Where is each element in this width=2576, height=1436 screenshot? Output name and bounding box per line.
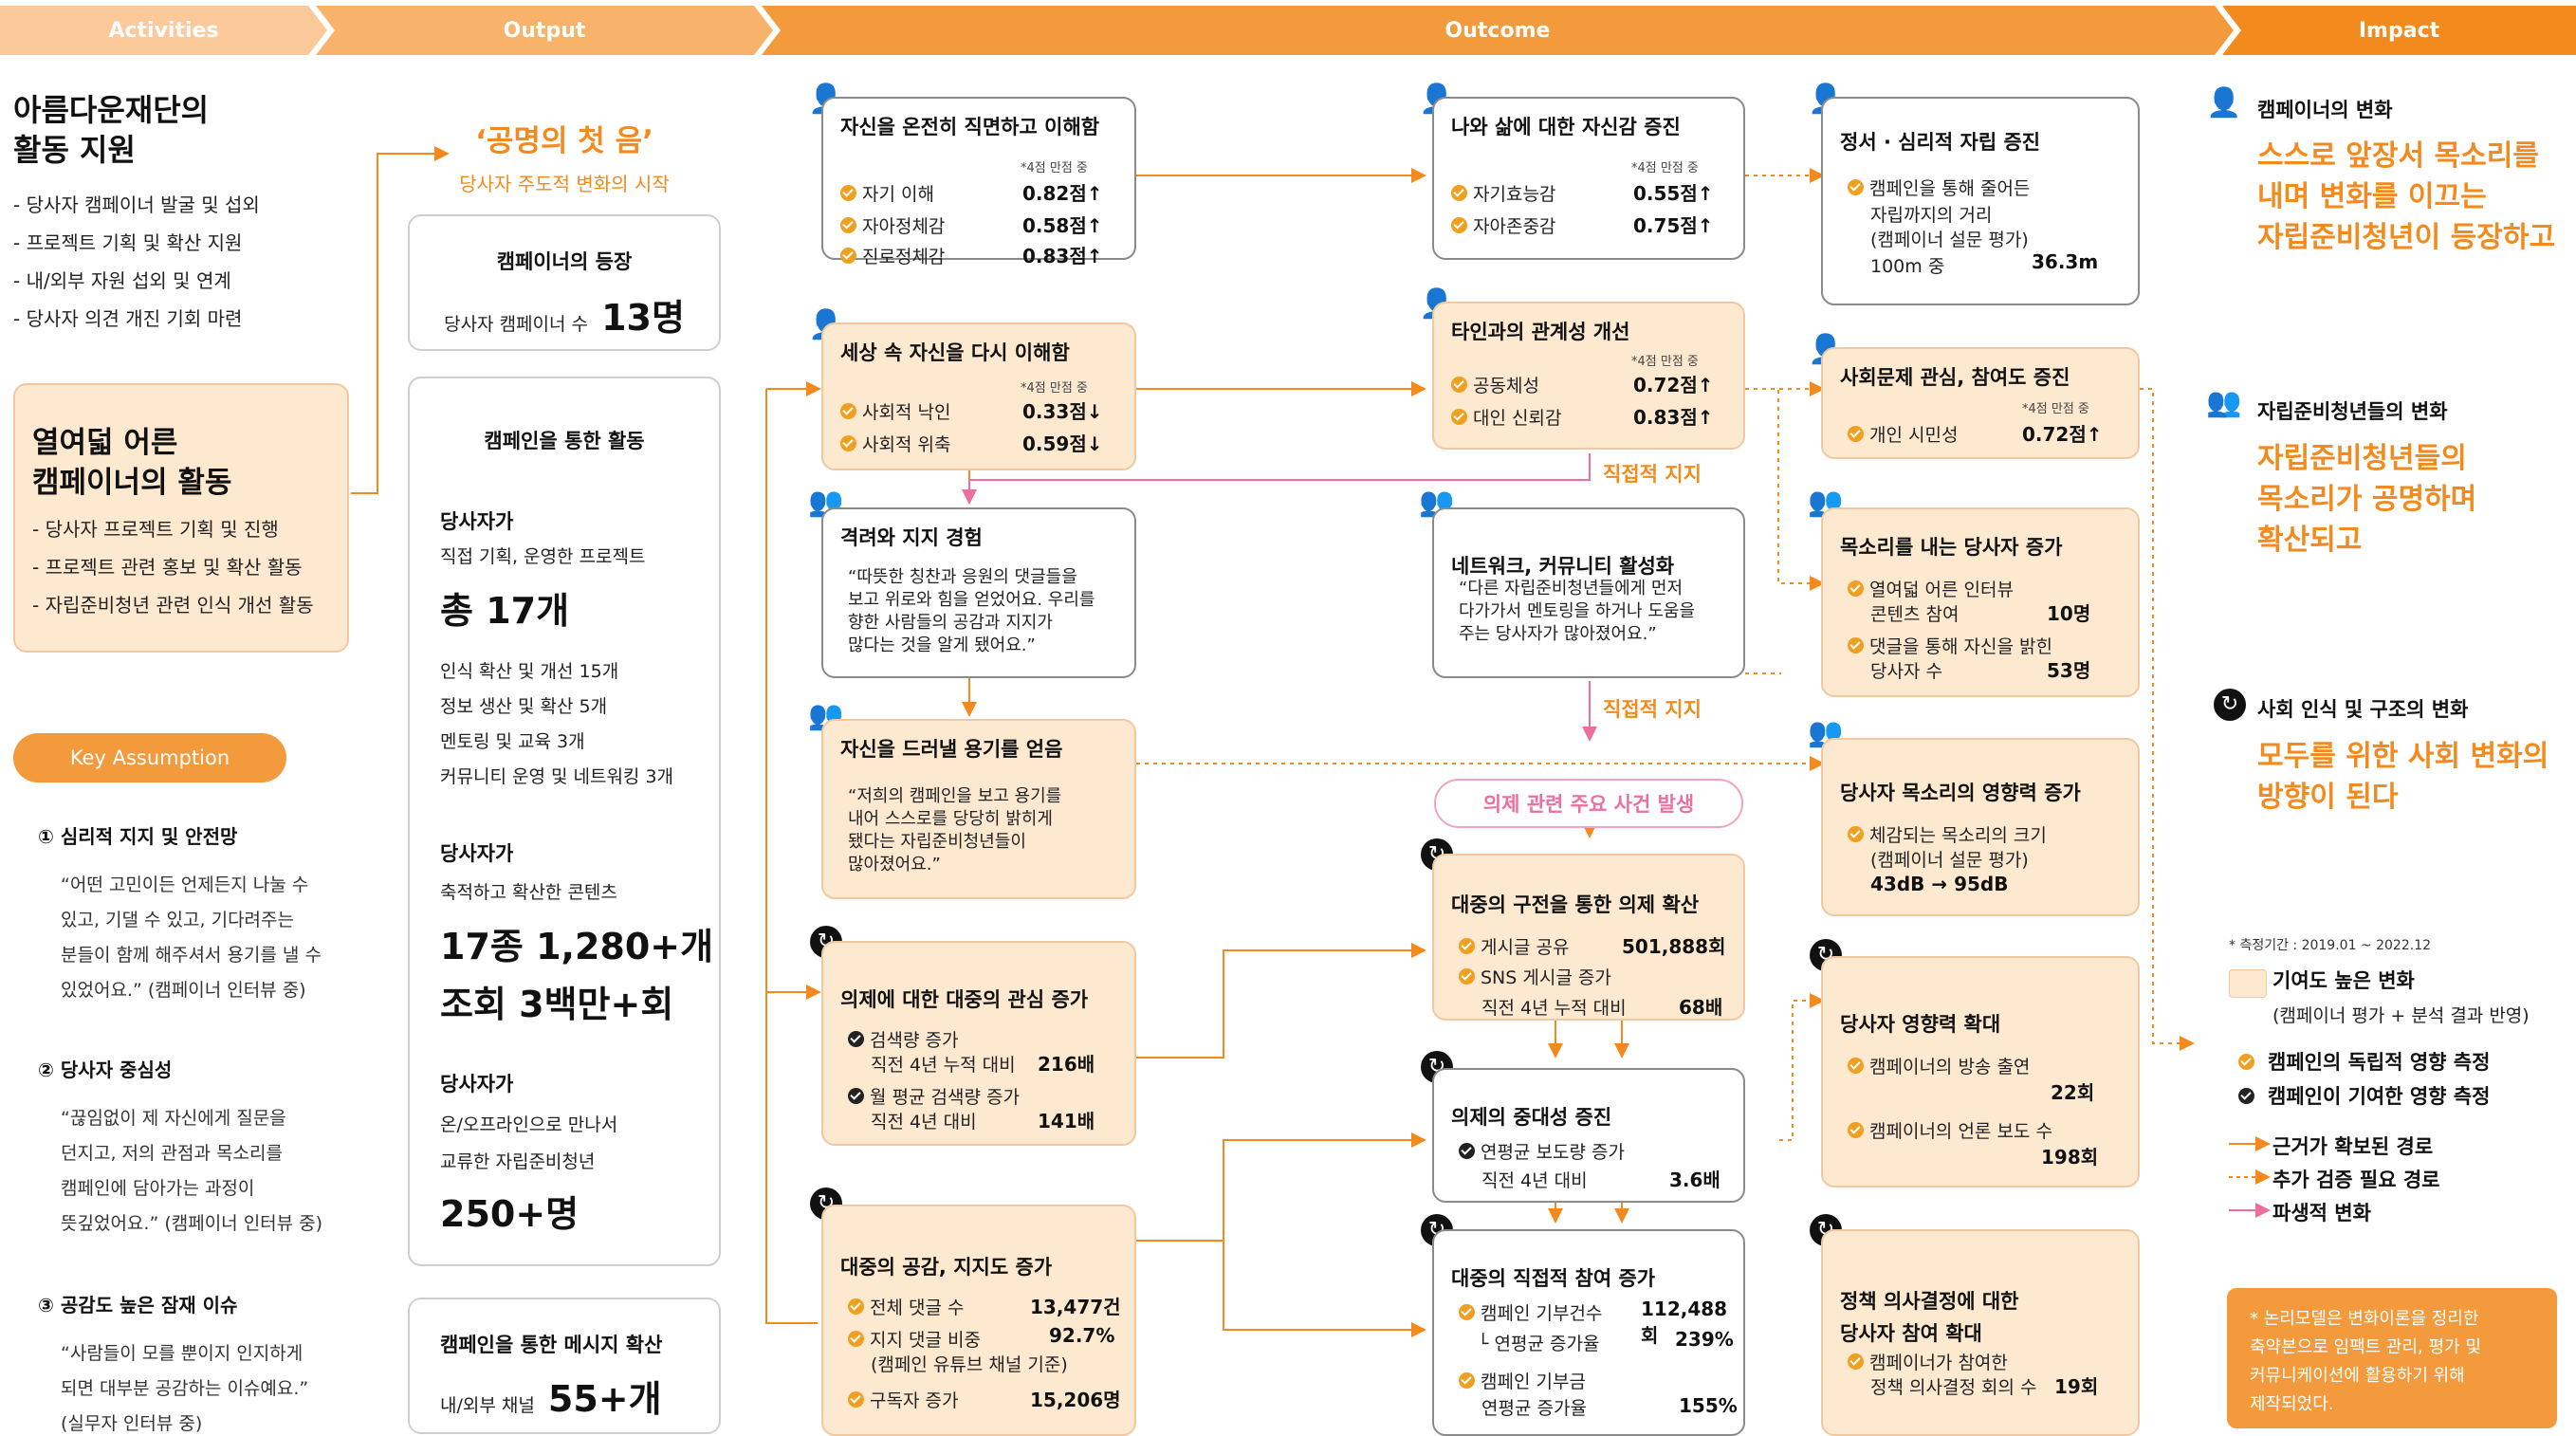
emotional-independence-box: 정서 · 심리적 자립 증진 캠페인을 통해 줄어든 자립까지의 거리 (캠페이… <box>1821 97 2140 305</box>
legend-pink: 파생적 변화 <box>2272 1202 2371 1224</box>
check-icon <box>1459 1304 1475 1320</box>
impact-title-3: 사회 인식 및 구조의 변화 <box>2257 698 2469 721</box>
cycle-icon: ↻ <box>2214 689 2246 721</box>
output-title: ‘공명의 첫 음’ 당사자 주도적 변화의 시작 <box>459 124 670 195</box>
impact-text-3: 모두를 위한 사회 변화의 방향이 된다 <box>2257 740 2549 814</box>
legend-solid: 근거가 확보된 경로 <box>2272 1135 2434 1158</box>
agenda-spread-box: 대중의 구전을 통한 의제 확산 게시글 공유 501,888회 SNS 게시글… <box>1432 854 1745 1021</box>
impact-title-2: 자립준비청년들의 변화 <box>2257 400 2448 423</box>
check-icon <box>1848 637 1864 654</box>
list-item: - 자립준비청년 관련 인식 개선 활동 <box>32 594 314 617</box>
assumption-1: ① 심리적 지지 및 안전망 “어떤 고민이든 언제든지 나눌 수 있고, 기댈… <box>38 825 322 1001</box>
event-badge: 의제 관련 주요 사건 발생 <box>1434 779 1743 828</box>
check-icon <box>848 1031 864 1047</box>
check-icon <box>1848 1353 1864 1370</box>
check-icon <box>1848 1058 1864 1074</box>
phase-outcome: Outcome <box>762 6 2234 55</box>
list-item: - 프로젝트 기획 및 확산 지원 <box>13 231 243 254</box>
direct-support-label: 직접적 지지 <box>1603 698 1702 721</box>
phase-output: Output <box>316 6 773 55</box>
group-icon: 👥 <box>2206 386 2242 419</box>
campaigner-title: 열여덟 어른 캠페이너의 활동 <box>32 426 232 500</box>
self-esteem-box: 나와 삶에 대한 자신감 증진 *4점 만점 중 자기효능감 0.55점↑ 자아… <box>1432 97 1745 260</box>
check-icon <box>1459 1372 1475 1389</box>
impact-title-1: 캠페이너의 변화 <box>2257 99 2393 121</box>
activities-title: 아름다운재단의 활동 지원 <box>13 92 210 168</box>
check-icon <box>1459 1143 1475 1159</box>
check-icon <box>1451 217 1467 233</box>
direct-support-label: 직접적 지지 <box>1603 463 1702 486</box>
agenda-weight-box: 의제의 중대성 증진 연평균 보도량 증가 직전 4년 대비 3.6배 <box>1432 1068 1745 1203</box>
legend-independent: 캠페인의 독립적 영향 측정 <box>2238 1047 2490 1076</box>
check-icon <box>2238 1053 2254 1070</box>
measure-period: * 측정기간 : 2019.01 ~ 2022.12 <box>2229 938 2432 953</box>
direct-participation-box: 대중의 직접적 참여 증가 캠페인 기부건수 112,488회 └ 연평균 증가… <box>1432 1229 1745 1436</box>
social-issue-box: 사회문제 관심, 참여도 증진 *4점 만점 중 개인 시민성 0.72점↑ <box>1821 347 2140 459</box>
check-icon <box>1848 826 1864 842</box>
check-icon <box>840 248 856 264</box>
campaign-activity-box: 캠페인을 통한 활동 당사자가 직접 기획, 운영한 프로젝트 총 17개 인식… <box>408 377 721 1266</box>
list-item: 커뮤니티 운영 및 네트워킹 3개 <box>440 766 674 787</box>
key-assumption-badge: Key Assumption <box>13 733 286 782</box>
check-icon <box>1848 580 1864 597</box>
check-icon <box>840 403 856 419</box>
check-icon <box>1451 377 1467 393</box>
check-icon <box>1848 1122 1864 1138</box>
check-icon <box>848 1088 864 1104</box>
check-icon <box>840 217 856 233</box>
influence-box: 당사자 목소리의 영향력 증가 체감되는 목소리의 크기 (캠페이너 설문 평가… <box>1821 738 2140 916</box>
influence-expansion-box: 당사자 영향력 확대 캠페이너의 방송 출연 22회 캠페이너의 언론 보도 수… <box>1821 956 2140 1187</box>
check-icon <box>848 1331 864 1347</box>
list-item: 정보 생산 및 확산 5개 <box>440 696 608 717</box>
legend-contribute: 캠페인이 기여한 영향 측정 <box>2238 1081 2490 1110</box>
campaigner-activity-box: 열여덟 어른 캠페이너의 활동 - 당사자 프로젝트 기획 및 진행 - 프로젝… <box>13 383 349 653</box>
impact-text-2: 자립준비청년들의 목소리가 공명하며 확산되고 <box>2257 442 2477 557</box>
legend-high-swatch <box>2229 969 2267 998</box>
assumption-3: ③ 공감도 높은 잠재 이슈 “사람들이 모를 뿐이지 인지하게 되면 대부분 … <box>38 1294 309 1434</box>
network-box: 네트워크, 커뮤니티 활성화 “다른 자립준비청년들에게 먼저 다가가서 멘토링… <box>1432 507 1745 678</box>
list-item: - 프로젝트 관련 홍보 및 확산 활동 <box>32 556 303 579</box>
phase-impact: Impact <box>2222 6 2576 55</box>
check-icon <box>840 185 856 201</box>
check-icon <box>2238 1087 2254 1104</box>
activities-list: - 당사자 캠페이너 발굴 및 섭외 - 프로젝트 기획 및 확산 지원 - 내… <box>13 186 260 338</box>
assumption-2: ② 당사자 중심성 “끊임없이 제 자신에게 질문을 던지고, 저의 관점과 목… <box>38 1059 323 1234</box>
check-icon <box>848 1391 864 1408</box>
list-item: - 당사자 캠페이너 발굴 및 섭외 <box>13 193 260 216</box>
impact-text-1: 스스로 앞장서 목소리를 내며 변화를 이끄는 자립준비청년이 등장하고 <box>2257 139 2556 254</box>
phase-activities: Activities <box>0 6 327 55</box>
public-empathy-box: 대중의 공감, 지지도 증가 전체 댓글 수 13,477건 지지 댓글 비중 … <box>821 1205 1136 1436</box>
voices-box: 목소리를 내는 당사자 증가 열여덟 어른 인터뷰 콘텐츠 참여 10명 댓글을… <box>1821 507 2140 697</box>
check-icon <box>848 1298 864 1315</box>
campaigner-list: - 당사자 프로젝트 기획 및 진행 - 프로젝트 관련 홍보 및 확산 활동 … <box>32 510 314 624</box>
campaigner-emergence-box: 캠페이너의 등장 당사자 캠페이너 수 13명 <box>408 214 721 351</box>
check-icon <box>1848 179 1864 195</box>
check-icon <box>840 435 856 451</box>
policy-box: 정책 의사결정에 대한 당사자 참여 확대 캠페이너가 참여한 정책 의사결정 … <box>1821 1229 2140 1436</box>
self-face-box: 자신을 온전히 직면하고 이해함 *4점 만점 중 자기 이해 0.82점↑ 자… <box>821 97 1136 267</box>
public-interest-box: 의제에 대한 대중의 관심 증가 검색량 증가 직전 4년 누적 대비 216배… <box>821 941 1136 1146</box>
person-icon: 👤 <box>2206 86 2242 120</box>
list-item: - 당사자 프로젝트 기획 및 진행 <box>32 518 279 541</box>
courage-box: 자신을 드러낼 용기를 얻음 “저희의 캠페인을 보고 용기를 내어 스스로를 … <box>821 719 1136 899</box>
list-item: 인식 확산 및 개선 15개 <box>440 661 619 682</box>
check-icon <box>1459 968 1475 985</box>
message-spread-box: 캠페인을 통한 메시지 확산 내/외부 채널 55+개 <box>408 1298 721 1434</box>
legend-high: 기여도 높은 변화 (캠페이너 평가 + 분석 결과 반영) <box>2272 969 2530 1026</box>
relation-box: 타인과의 관계성 개선 *4점 만점 중 공동체성 0.72점↑ 대인 신뢰감 … <box>1432 302 1745 450</box>
check-icon <box>1451 185 1467 201</box>
check-icon <box>1451 409 1467 425</box>
encourage-box: 격려와 지지 경험 “따뜻한 칭찬과 응원의 댓글들을 보고 위로와 힘을 얻었… <box>821 507 1136 678</box>
list-item: 멘토링 및 교육 3개 <box>440 731 585 752</box>
check-icon <box>1459 938 1475 954</box>
list-item: - 당사자 의견 개진 기회 마련 <box>13 307 243 330</box>
footnote-box: * 논리모델은 변화이론을 정리한 축약본으로 임팩트 관리, 평가 및 커뮤니… <box>2227 1288 2557 1428</box>
check-icon <box>1848 426 1864 442</box>
self-world-box: 세상 속 자신을 다시 이해함 *4점 만점 중 사회적 낙인 0.33점↓ 사… <box>821 322 1136 470</box>
legend-dotted: 추가 검증 필요 경로 <box>2272 1169 2440 1191</box>
list-item: - 내/외부 자원 섭외 및 연계 <box>13 269 231 292</box>
